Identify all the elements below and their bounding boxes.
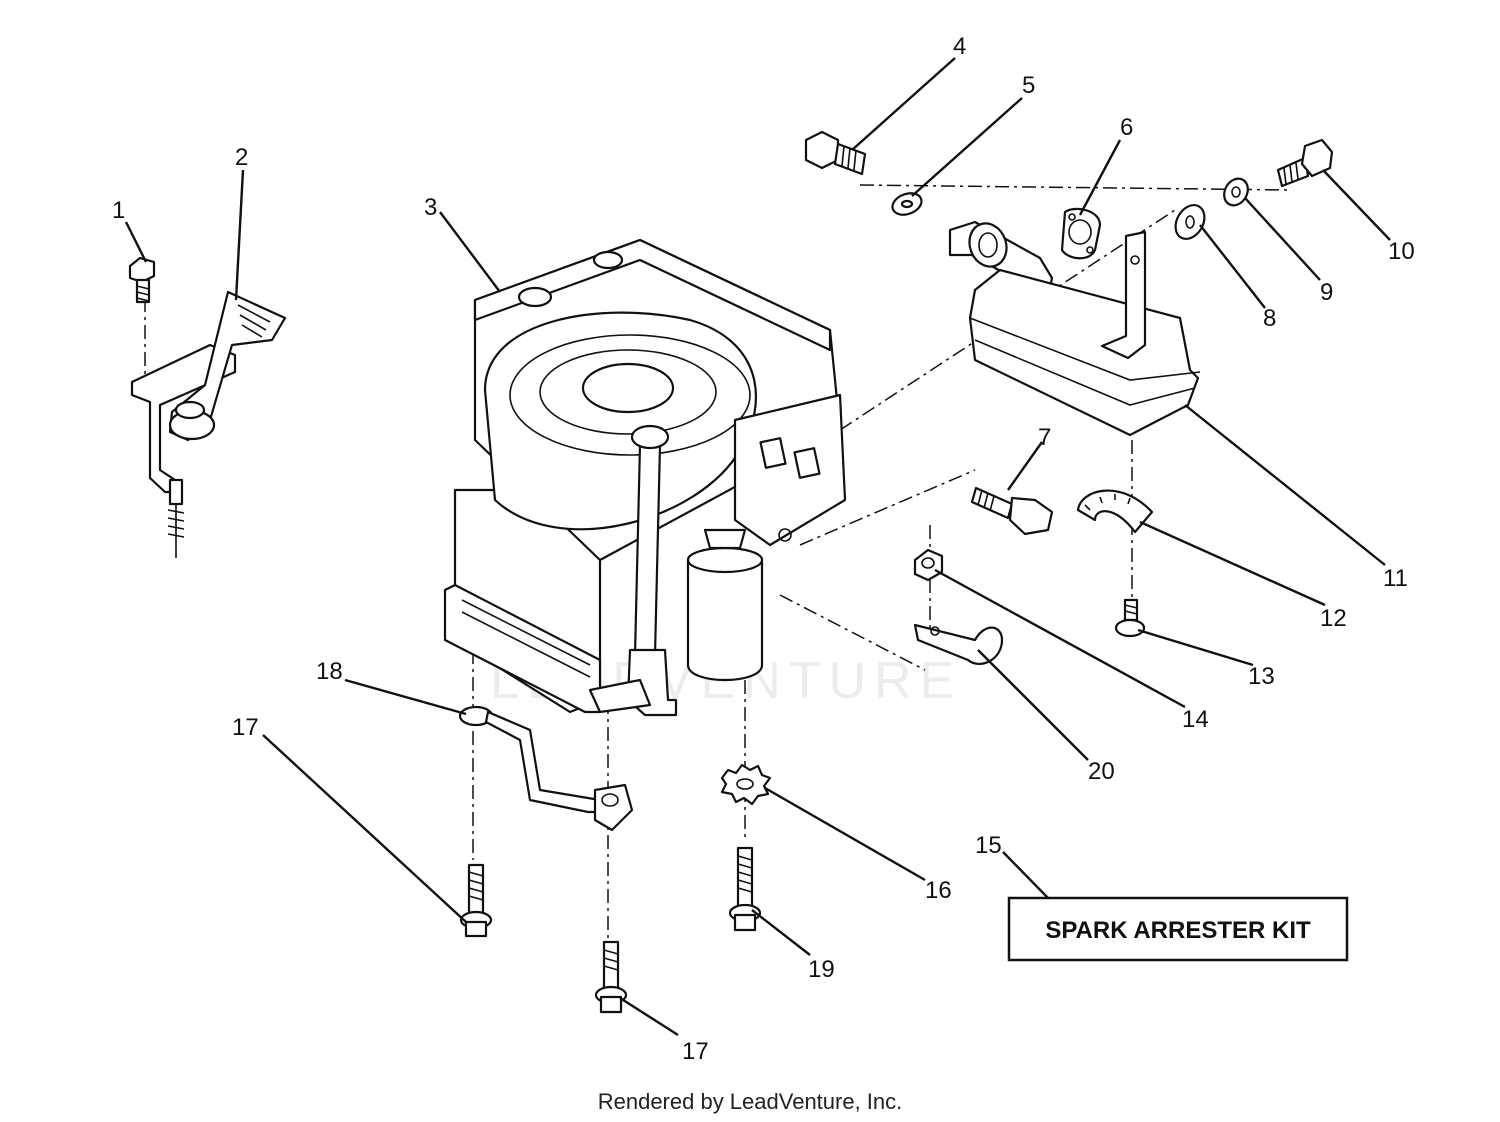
part-12-shield <box>1076 489 1154 534</box>
callout-9: 9 <box>1320 279 1333 306</box>
callout-16: 16 <box>925 877 952 904</box>
callout-13: 13 <box>1248 663 1275 690</box>
part-9-washer <box>1223 177 1249 207</box>
part-8-washer <box>1174 204 1206 240</box>
callout-6: 6 <box>1120 114 1133 141</box>
callout-17-bottom: 17 <box>682 1038 709 1065</box>
callout-8: 8 <box>1263 305 1276 332</box>
callout-1: 1 <box>112 197 125 224</box>
part-5-washer <box>891 192 923 216</box>
part-17-bolt-left <box>459 863 493 938</box>
part-19-bolt <box>728 846 762 932</box>
callout-20: 20 <box>1088 758 1115 785</box>
callout-5: 5 <box>1022 72 1035 99</box>
part-6-gasket <box>1060 207 1102 260</box>
part-7-bolt <box>970 486 1054 536</box>
callout-12: 12 <box>1320 605 1347 632</box>
leader-lines <box>124 57 1391 1037</box>
callout-7: 7 <box>1038 424 1051 451</box>
part-18-drain-tube <box>458 705 634 832</box>
part-20-clamp <box>913 623 1004 666</box>
part-3-engine <box>443 238 847 717</box>
kit-label: SPARK ARRESTER KIT <box>1045 917 1311 944</box>
callout-11: 11 <box>1383 565 1408 592</box>
part-14-nut <box>913 548 944 582</box>
part-13-screw <box>1114 598 1146 638</box>
callout-3: 3 <box>424 194 437 221</box>
part-10-bolt <box>1276 138 1334 188</box>
callout-15: 15 <box>975 832 1002 859</box>
part-4-bolt <box>804 130 867 176</box>
part-1-screw <box>128 256 156 304</box>
part-17-bolt-center <box>594 940 628 1014</box>
footer-credit: Rendered by LeadVenture, Inc. <box>597 1089 903 1114</box>
callout-numbers: 1 2 3 4 5 6 7 8 9 10 11 12 13 14 15 16 1… <box>112 33 1415 1065</box>
callout-2: 2 <box>235 144 248 171</box>
spark-arrester-kit-box: SPARK ARRESTER KIT <box>1007 896 1349 962</box>
part-2-throttle-bracket <box>130 290 287 558</box>
callout-18: 18 <box>316 658 343 685</box>
callout-4: 4 <box>953 33 966 60</box>
callout-14: 14 <box>1182 706 1209 733</box>
part-11-muffler <box>968 230 1201 437</box>
part-16-star-washer <box>720 763 772 806</box>
callout-10: 10 <box>1388 238 1415 265</box>
callout-19: 19 <box>808 956 835 983</box>
callout-17-left: 17 <box>232 714 259 741</box>
